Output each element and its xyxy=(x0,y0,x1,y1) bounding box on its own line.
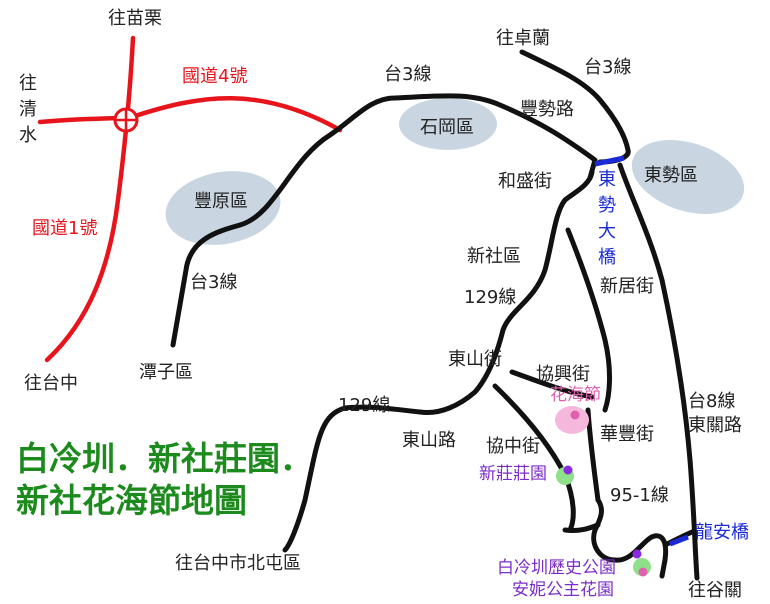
festival-marker-icon xyxy=(570,410,580,420)
xinshe-manor-marker-icon xyxy=(563,465,573,475)
label-xinju-street: 新居街 xyxy=(600,276,654,297)
road-xinju xyxy=(565,227,613,413)
label-to-taichung: 往台中 xyxy=(24,373,78,394)
label-dongshi-bridge-4: 橋 xyxy=(598,247,616,268)
map-title-line2: 新社花海節地圖 xyxy=(16,481,247,520)
annie-marker-icon xyxy=(638,567,648,577)
label-xiexing-street: 協興街 xyxy=(536,364,590,385)
label-fengyuan: 豐原區 xyxy=(194,191,248,212)
label-to-qingshui-1: 往 xyxy=(19,73,37,94)
label-bailengzhun-park: 白冷圳歷史公園 xyxy=(497,558,616,578)
label-129-upper: 129線 xyxy=(464,287,516,308)
bridge-longan xyxy=(669,534,689,547)
freeway-4 xyxy=(37,96,343,133)
festival-glow xyxy=(555,406,589,434)
label-tai3-right: 台3線 xyxy=(584,57,631,78)
road-huafeng xyxy=(585,407,601,503)
label-dongguan-road: 東關路 xyxy=(688,415,742,436)
label-tai3-top: 台3線 xyxy=(384,64,431,85)
label-shigang: 石岡區 xyxy=(420,117,474,138)
bailengzhun-marker-icon xyxy=(632,549,642,559)
label-to-guguan: 往谷關 xyxy=(688,580,742,601)
road-95-1 xyxy=(591,497,669,579)
label-95-1: 95-1線 xyxy=(610,485,669,506)
label-tai3-left: 台3線 xyxy=(190,272,237,293)
freeway-1 xyxy=(44,35,136,363)
label-to-qingshui-3: 水 xyxy=(19,125,37,146)
label-freeway-4: 國道4號 xyxy=(182,66,247,87)
label-129-lower: 129線 xyxy=(338,395,390,416)
road-tai8 xyxy=(617,162,700,581)
label-tanzi: 潭子區 xyxy=(139,362,193,383)
road-95-1-branch xyxy=(562,522,601,533)
label-xinshe-manor: 新莊莊園 xyxy=(479,464,547,484)
label-dongshan-road: 東山路 xyxy=(402,430,456,451)
label-freeway-1: 國道1號 xyxy=(32,218,97,239)
label-hesheng-street: 和盛街 xyxy=(498,171,552,192)
label-dongshi: 東勢區 xyxy=(644,165,698,186)
label-to-miaoli: 往苗栗 xyxy=(108,8,162,29)
label-to-beitun: 往台中市北屯區 xyxy=(175,553,301,574)
label-to-qingshui-2: 清 xyxy=(19,99,37,120)
label-dongshi-bridge-1: 東 xyxy=(598,169,616,190)
label-dongshi-bridge-2: 勢 xyxy=(598,195,616,216)
road-xiezhong xyxy=(492,383,576,533)
label-tai8: 台8線 xyxy=(688,391,735,412)
district-fengyuan-area xyxy=(165,171,281,245)
label-festival: 花海節 xyxy=(550,385,601,405)
bridge-dongshi xyxy=(594,155,625,167)
label-xinshe: 新社區 xyxy=(467,246,521,267)
district-dongshi-area xyxy=(631,140,745,214)
label-to-zhuolan: 往卓蘭 xyxy=(496,28,550,49)
label-longan-bridge: 龍安橋 xyxy=(695,522,749,543)
label-dongshan-street: 東山街 xyxy=(448,349,502,370)
road-tai3-west xyxy=(170,93,598,348)
map-title-line1: 白冷圳．新社莊園． xyxy=(16,439,313,478)
road-xiexing xyxy=(509,369,595,400)
road-129 xyxy=(282,169,595,553)
district-shigang-area xyxy=(399,98,497,150)
label-xiezhong-street: 協中街 xyxy=(486,436,540,457)
label-huafeng-street: 華豐街 xyxy=(600,424,654,445)
label-annie-garden: 安妮公主花園 xyxy=(512,580,614,600)
label-dongshi-bridge-3: 大 xyxy=(598,221,616,242)
label-fengshi-road: 豐勢路 xyxy=(520,99,574,120)
